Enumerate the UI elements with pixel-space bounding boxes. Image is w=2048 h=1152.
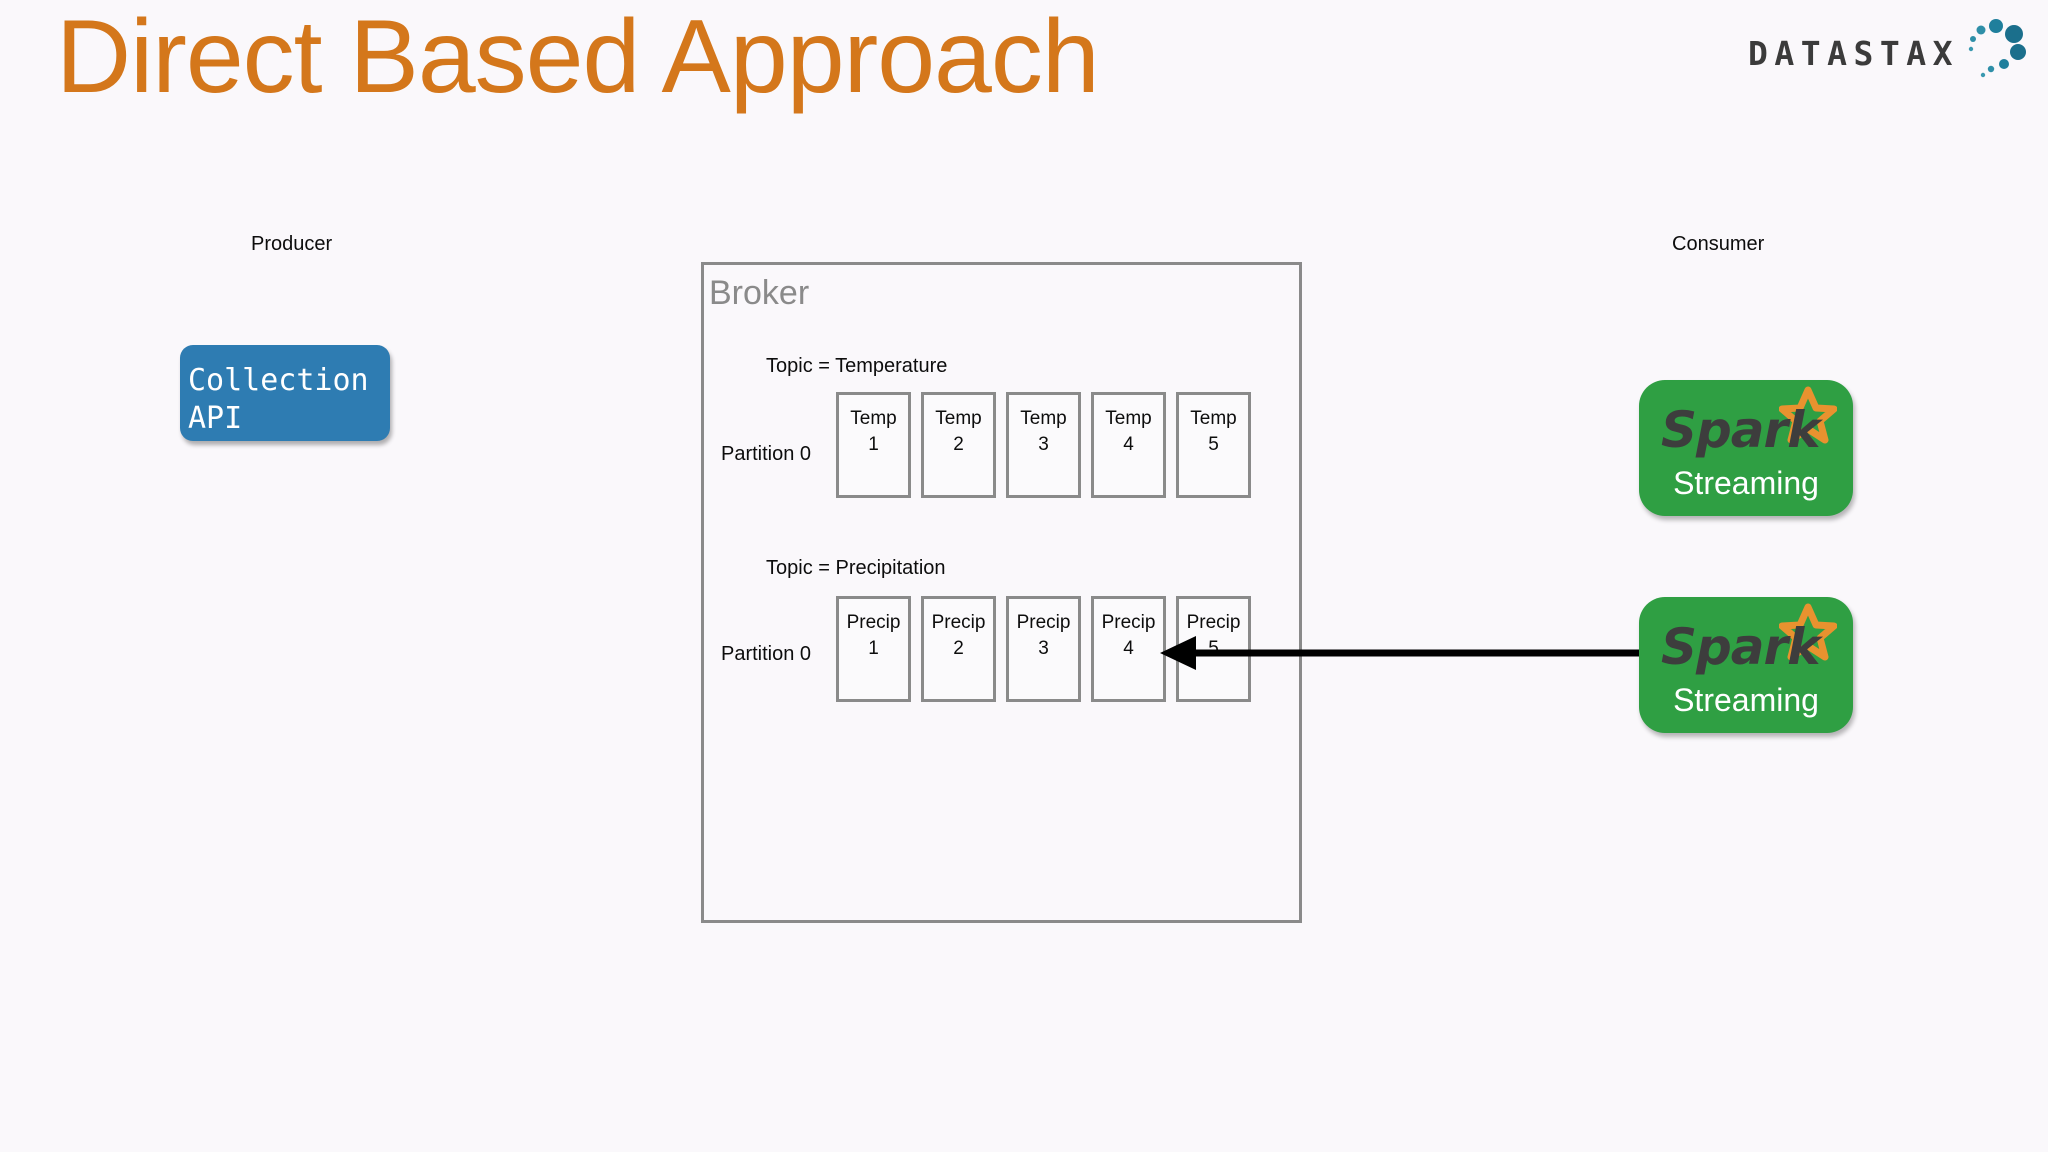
partition-label-temperature: Partition 0 (721, 443, 812, 465)
message-index: 3 (1038, 434, 1049, 455)
spark-wordmark: Spark (1661, 401, 1820, 459)
message-index: 2 (953, 434, 964, 455)
message-name: Precip (1016, 612, 1071, 633)
collection-api-line2: API (188, 401, 243, 436)
message-index: 3 (1038, 638, 1049, 659)
partition-label-precipitation: Partition 0 (721, 643, 812, 665)
message-row-precipitation: Precip 1 Precip 2 Precip 3 Precip 4 Prec… (836, 596, 1251, 702)
broker-container (701, 262, 1302, 923)
message-box[interactable]: Precip 4 (1091, 596, 1166, 702)
message-index: 5 (1208, 434, 1219, 455)
message-name: Temp (850, 408, 897, 429)
page-title: Direct Based Approach (56, 0, 1100, 115)
message-name: Precip (931, 612, 986, 633)
message-name: Temp (1190, 408, 1237, 429)
spark-wordmark: Spark (1661, 618, 1820, 676)
spark-streaming-node-2[interactable]: Spark Streaming (1639, 597, 1853, 733)
message-index: 1 (868, 434, 879, 455)
producer-caption: Producer (251, 233, 333, 255)
message-box[interactable]: Precip 2 (921, 596, 996, 702)
message-box[interactable]: Temp 2 (921, 392, 996, 498)
collection-api-box[interactable]: Collection API (180, 345, 390, 441)
message-index: 4 (1123, 638, 1134, 659)
spark-subtitle: Streaming (1673, 682, 1819, 718)
message-box[interactable]: Temp 1 (836, 392, 911, 498)
message-name: Temp (1020, 408, 1067, 429)
spark-star-icon (1779, 603, 1837, 661)
message-name: Temp (1105, 408, 1152, 429)
datastax-logo: DATASTAX (1742, 12, 2032, 82)
message-name: Temp (935, 408, 982, 429)
broker-label: Broker (709, 274, 810, 312)
collection-api-line1: Collection (188, 363, 369, 398)
message-index: 5 (1208, 638, 1219, 659)
message-index: 2 (953, 638, 964, 659)
spark-subtitle: Streaming (1673, 465, 1819, 501)
message-index: 4 (1123, 434, 1134, 455)
datastax-wordmark: DATASTAX (1748, 34, 1959, 73)
topic-label-precipitation: Topic = Precipitation (766, 557, 946, 579)
spark-star-icon (1779, 386, 1837, 444)
message-name: Precip (846, 612, 901, 633)
message-box[interactable]: Temp 3 (1006, 392, 1081, 498)
message-box[interactable]: Temp 4 (1091, 392, 1166, 498)
message-row-temperature: Temp 1 Temp 2 Temp 3 Temp 4 Temp 5 (836, 392, 1251, 498)
message-name: Precip (1186, 612, 1241, 633)
topic-label-temperature: Topic = Temperature (766, 355, 948, 377)
message-index: 1 (868, 638, 879, 659)
message-box[interactable]: Precip 1 (836, 596, 911, 702)
message-box[interactable]: Temp 5 (1176, 392, 1251, 498)
datastax-dots-icon (1968, 19, 2026, 78)
consumer-to-precip-arrow (1160, 636, 1640, 670)
message-name: Precip (1101, 612, 1156, 633)
consumer-caption: Consumer (1672, 233, 1765, 255)
message-box[interactable]: Precip 3 (1006, 596, 1081, 702)
spark-streaming-node-1[interactable]: Spark Streaming (1639, 380, 1853, 516)
